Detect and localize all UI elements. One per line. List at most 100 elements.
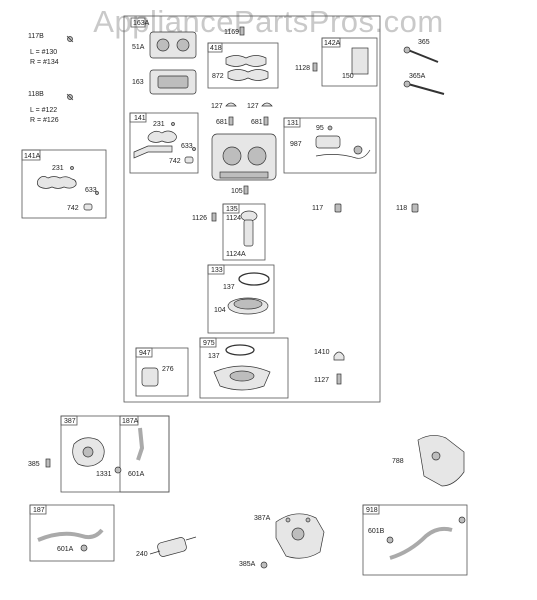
gasket-icon	[225, 344, 255, 356]
kit-387-tag	[60, 415, 78, 426]
screw-icon	[312, 62, 318, 72]
screw-icon	[70, 166, 74, 170]
fuel-filter-icon	[149, 536, 197, 557]
label-1126: 1126	[192, 215, 207, 222]
label-601A-b: 601A	[57, 546, 74, 553]
bracket-icon	[133, 145, 173, 159]
label-742-b: 742	[169, 158, 181, 165]
kit-187-tag	[29, 504, 47, 515]
label-601B: 601B	[368, 528, 385, 535]
label-987: 987	[290, 141, 302, 148]
label-601A-a: 601A	[128, 471, 145, 478]
kit-975-tag	[199, 337, 217, 348]
label-947: 947	[139, 350, 151, 357]
gasket-icon	[261, 102, 273, 107]
kit-142A-tag	[321, 37, 341, 48]
gasket-icon	[149, 31, 197, 59]
label-240: 240	[136, 551, 148, 558]
screw-icon	[95, 191, 99, 195]
label-872: 872	[212, 73, 224, 80]
kit-947-tag	[135, 347, 153, 358]
label-681-a: 681	[216, 119, 228, 126]
label-117B: 117B	[28, 33, 44, 40]
label-105: 105	[231, 188, 243, 195]
label-104: 104	[214, 307, 226, 314]
label-163: 163	[132, 79, 144, 86]
label-L130: L = #130	[30, 49, 57, 56]
label-127-a: 127	[211, 103, 223, 110]
label-L122: L = #122	[30, 107, 57, 114]
label-1124: 1124	[226, 215, 241, 222]
label-1169: 1169	[224, 29, 239, 36]
label-150: 150	[342, 73, 354, 80]
label-633-b: 633	[181, 143, 193, 150]
hose-icon	[136, 427, 145, 461]
label-118: 118	[396, 205, 407, 212]
bracket-icon	[83, 203, 93, 211]
label-231-b: 231	[153, 121, 165, 128]
label-187A: 187A	[122, 418, 139, 425]
screw-icon	[403, 80, 445, 95]
label-135: 135	[226, 206, 238, 213]
kit-918-tag	[362, 504, 380, 515]
screw-icon	[114, 466, 122, 474]
label-137-a: 137	[223, 284, 235, 291]
screw-icon	[411, 203, 419, 213]
screw-icon	[458, 516, 466, 524]
screw-icon	[327, 125, 333, 131]
label-117: 117	[312, 205, 323, 212]
carburetor-icon	[211, 133, 277, 181]
screw-icon	[333, 351, 345, 361]
fuel-filter-icon	[240, 210, 258, 247]
gasket-icon	[225, 55, 267, 67]
screw-icon	[263, 116, 269, 126]
label-51A: 51A	[132, 44, 145, 51]
label-R126: R = #126	[30, 117, 59, 124]
label-387: 387	[64, 418, 76, 425]
label-418: 418	[210, 45, 222, 52]
label-187: 187	[33, 507, 45, 514]
bracket-icon	[184, 156, 194, 164]
label-365: 365	[418, 39, 430, 46]
carburetor-icon	[213, 365, 271, 391]
screw-icon	[192, 147, 196, 151]
screw-icon	[80, 544, 88, 552]
label-633-a: 633	[85, 187, 97, 194]
label-385A: 385A	[239, 561, 256, 568]
kit-918-frame	[362, 504, 468, 576]
screw-icon	[243, 185, 249, 195]
bracket-icon	[417, 435, 465, 487]
gasket-icon	[233, 298, 263, 310]
label-1331: 1331	[96, 471, 112, 478]
kit-141A-frame	[21, 149, 107, 219]
label-1124A: 1124A	[226, 251, 246, 258]
hose-icon	[389, 526, 453, 560]
label-276: 276	[162, 366, 174, 373]
label-118B: 118B	[28, 91, 44, 98]
screw-icon	[45, 458, 51, 468]
screw-icon	[171, 122, 175, 126]
gasket-icon	[238, 272, 270, 286]
carburetor-assembly-frame	[123, 15, 381, 403]
kit-135-tag	[222, 203, 240, 214]
gasket-opening	[157, 75, 189, 89]
screw-icon	[334, 203, 342, 213]
label-1127: 1127	[314, 377, 329, 384]
screw-icon	[211, 212, 217, 222]
screw-icon	[260, 561, 268, 569]
gasket-hole	[156, 38, 170, 52]
label-95: 95	[316, 125, 324, 132]
screw-icon	[66, 35, 74, 43]
kit-947-frame	[135, 347, 189, 397]
label-918: 918	[366, 507, 378, 514]
kit-133-tag	[207, 264, 225, 275]
label-163A: 163A	[133, 20, 150, 27]
gasket-hole	[176, 38, 190, 52]
label-1128: 1128	[295, 65, 310, 72]
label-137-b: 137	[208, 353, 220, 360]
kit-418-frame	[207, 42, 279, 89]
label-1410: 1410	[314, 349, 330, 356]
label-142A: 142A	[324, 40, 341, 47]
screw-icon	[66, 93, 74, 101]
